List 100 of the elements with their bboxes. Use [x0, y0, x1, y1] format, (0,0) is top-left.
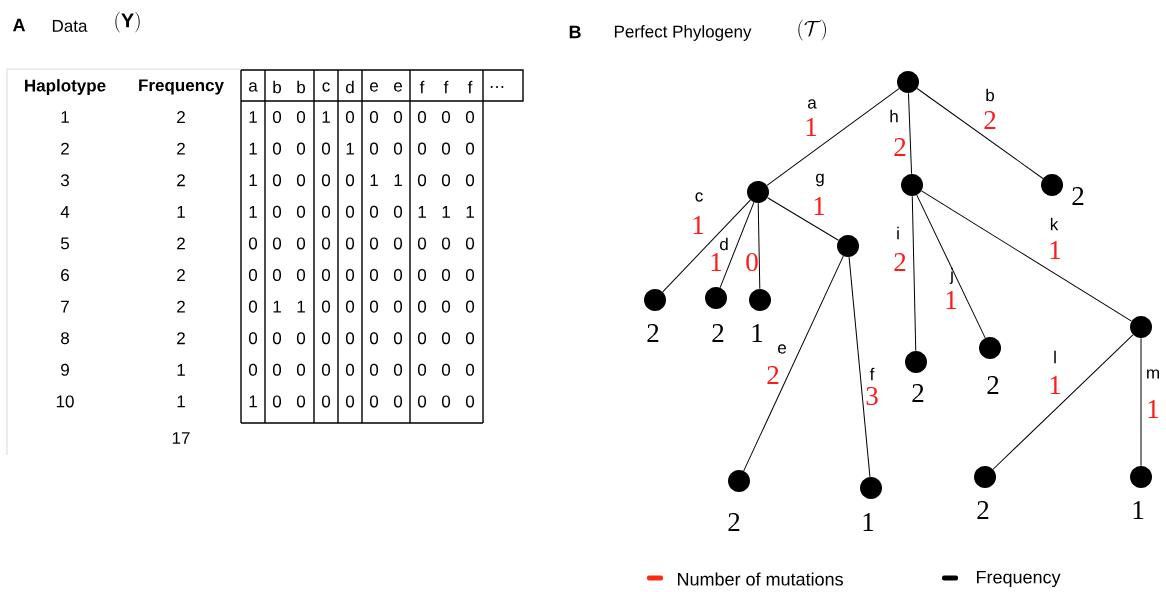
- allele-value: 0: [272, 111, 282, 124]
- column-header: e: [394, 82, 402, 92]
- allele-value: 0: [321, 395, 331, 408]
- tree-node: [901, 174, 923, 196]
- frequency-label: 2: [987, 376, 999, 394]
- frequency-label: 2: [1072, 187, 1084, 205]
- mutation-count: 1: [711, 253, 722, 271]
- allele-value: 0: [272, 363, 282, 376]
- allele-value: 1: [249, 142, 257, 155]
- mutation-letter: f: [869, 367, 875, 381]
- branch-line: [848, 256, 871, 478]
- allele-value: 0: [465, 300, 475, 313]
- allele-value: 0: [272, 332, 282, 345]
- haplotype-number: 1: [61, 111, 69, 123]
- allele-value: 0: [272, 174, 282, 187]
- haplotype-number: 8: [61, 332, 69, 345]
- branch-line: [911, 195, 917, 352]
- tree-node: [1130, 316, 1152, 338]
- mutation-count: 1: [814, 197, 825, 215]
- allele-value: 0: [465, 111, 475, 124]
- panel-letter: A: [13, 18, 26, 32]
- mutation-letter: l: [1054, 350, 1056, 364]
- branch-line: [916, 194, 986, 339]
- allele-value: 0: [296, 111, 306, 124]
- allele-value: 1: [249, 111, 257, 123]
- allele-value: 0: [393, 111, 403, 124]
- allele-value: 0: [345, 363, 355, 376]
- haplotype-number: 6: [61, 269, 69, 282]
- frequency-value: 2: [177, 174, 185, 187]
- allele-value: 0: [417, 142, 427, 155]
- allele-value: 0: [417, 111, 427, 124]
- allele-value: 0: [417, 174, 427, 187]
- allele-value: 0: [441, 332, 451, 345]
- allele-value: 0: [345, 111, 355, 124]
- frequency-value: 2: [177, 237, 185, 250]
- panel-title: Perfect Phylogeny: [614, 25, 752, 41]
- column-header: a: [249, 82, 258, 92]
- column-header: f: [443, 80, 449, 94]
- allele-value: 0: [465, 269, 475, 282]
- allele-value: 0: [393, 205, 403, 218]
- allele-value: 0: [417, 269, 427, 282]
- allele-value: 0: [441, 269, 451, 282]
- allele-value: 0: [369, 111, 379, 124]
- allele-value: 0: [393, 395, 403, 408]
- mutation-count: 1: [806, 118, 817, 136]
- allele-value: 0: [296, 395, 306, 408]
- allele-value: 0: [321, 269, 331, 282]
- haplotype-number: 5: [60, 237, 69, 250]
- allele-value: 0: [345, 205, 355, 218]
- allele-value: 0: [369, 300, 379, 313]
- frequency-total: 17: [172, 432, 190, 444]
- allele-value: 0: [393, 363, 403, 376]
- allele-value: 0: [393, 332, 403, 345]
- allele-value: 0: [321, 300, 331, 313]
- allele-value: 0: [417, 395, 427, 408]
- allele-value: 1: [394, 174, 402, 187]
- haplotype-number: 3: [60, 174, 69, 187]
- mutation-count: 1: [1050, 241, 1061, 259]
- allele-value: 0: [296, 237, 306, 250]
- allele-value: 1: [322, 111, 330, 123]
- mutation-letter: k: [1050, 217, 1059, 231]
- allele-value: 0: [369, 395, 379, 408]
- frequency-label: 1: [1133, 501, 1144, 519]
- allele-value: 0: [417, 300, 427, 313]
- allele-value: 1: [466, 205, 474, 218]
- allele-value: 0: [465, 237, 475, 250]
- panel-title: Data: [52, 20, 88, 32]
- branch-line: [921, 190, 1132, 322]
- branch-line: [662, 199, 751, 293]
- allele-value: 1: [297, 300, 305, 313]
- allele-value: 0: [296, 205, 306, 218]
- allele-value: 1: [249, 395, 257, 408]
- mutation-count: 0: [746, 252, 758, 272]
- column-header: f: [467, 80, 473, 94]
- mutation-letter: h: [890, 109, 898, 123]
- panel-letter: B: [569, 25, 581, 39]
- allele-value: 1: [418, 205, 426, 218]
- mutation-letter: i: [897, 226, 899, 240]
- haplotype-number: 2: [61, 142, 69, 155]
- column-header: b: [273, 80, 281, 94]
- mutation-count: 2: [894, 138, 906, 156]
- branch-line: [916, 88, 1044, 179]
- allele-value: 0: [321, 237, 331, 250]
- column-header: d: [346, 80, 354, 94]
- allele-value: 0: [321, 174, 331, 187]
- allele-value: 0: [321, 205, 331, 218]
- frequency-label: 2: [728, 513, 740, 531]
- allele-value: 0: [248, 332, 258, 345]
- mutation-count: 2: [984, 111, 996, 129]
- math-symbol: $(\mathcal{T})$: [798, 19, 826, 41]
- allele-value: 0: [465, 363, 475, 376]
- mutation-count: 1: [946, 291, 957, 309]
- frequency-value: 1: [177, 363, 185, 376]
- mutation-count: 2: [767, 366, 779, 384]
- branch-line: [1140, 337, 1142, 467]
- frequency-label: 1: [752, 324, 763, 342]
- tree-node: [897, 71, 919, 93]
- frequency-label: 2: [977, 501, 989, 519]
- allele-value: 1: [442, 205, 450, 218]
- allele-value: 0: [417, 237, 427, 250]
